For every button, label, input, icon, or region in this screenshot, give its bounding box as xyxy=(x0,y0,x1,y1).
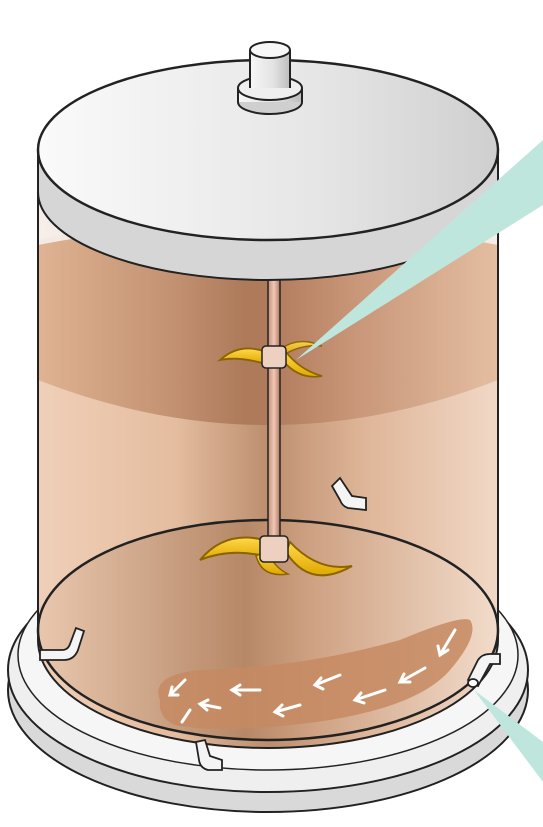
agitator-shaft xyxy=(268,240,280,560)
